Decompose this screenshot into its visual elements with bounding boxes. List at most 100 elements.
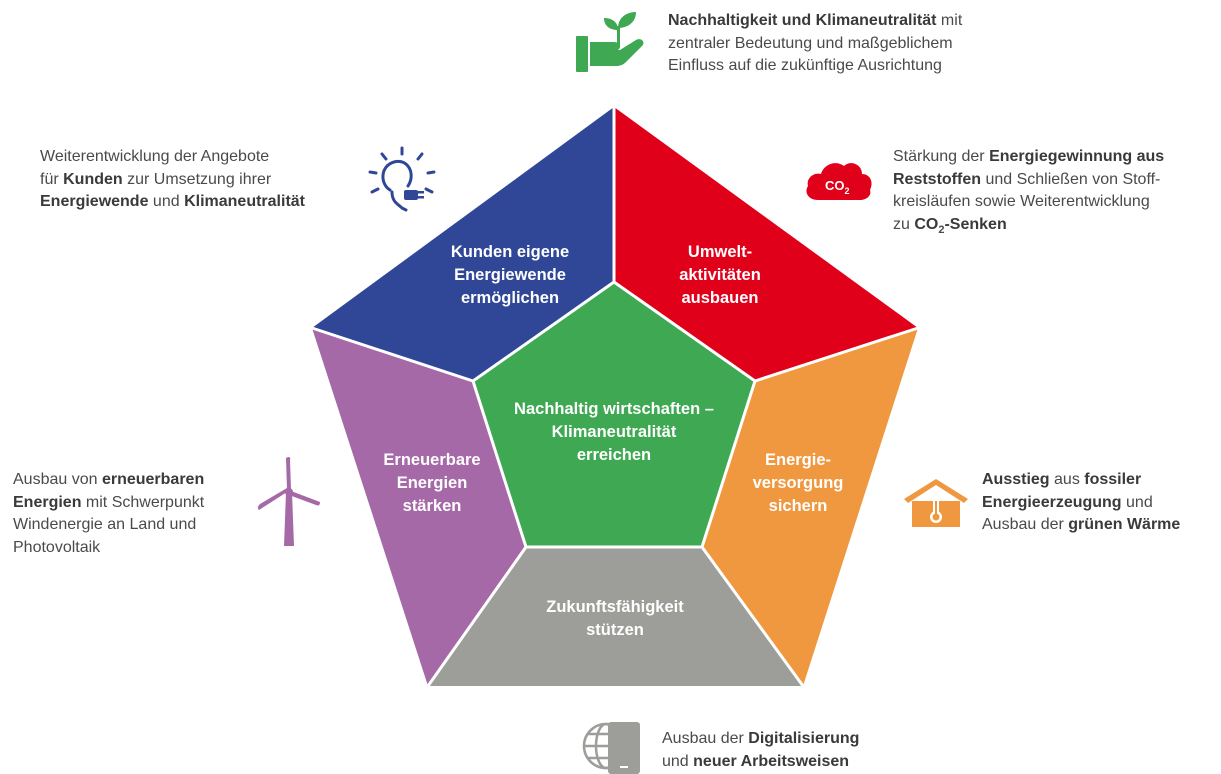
description-line: Reststoffen und Schließen von Stoff-	[893, 169, 1164, 192]
segment-top-left	[312, 107, 614, 381]
segment-top-right	[614, 107, 918, 381]
description-bold-text: erneuerbaren	[101, 471, 205, 488]
description-bold-text: CO	[914, 215, 939, 233]
description-line: Stärkung der Energiegewinnung aus	[893, 146, 1164, 169]
hand-with-plant-icon	[576, 12, 644, 72]
wind-turbine-icon	[257, 456, 320, 546]
description-bold-text: Ausstieg	[982, 471, 1050, 488]
description-line: Nachhaltigkeit und Klimaneutralität mit	[668, 10, 962, 33]
description-text: und	[1121, 493, 1153, 511]
description-text: Ausbau der	[982, 516, 1069, 533]
segment-bottom	[428, 547, 803, 686]
segment-separators	[311, 107, 919, 687]
description-line: und neuer Arbeitsweisen	[662, 751, 859, 774]
description-bold-text: Digitalisierung	[748, 730, 860, 747]
description-text: aus	[1049, 471, 1085, 488]
segment-label-top-right: Umwelt-aktivitäten ausbauen	[650, 241, 790, 310]
description-text: Windenergie an Land und	[13, 516, 197, 533]
description-line: Energieerzeugung und	[982, 492, 1180, 515]
description-bold-text: fossiler	[1084, 471, 1142, 488]
segment-label-line: ermöglichen	[460, 289, 560, 307]
description-text: Stärkung der	[893, 148, 990, 165]
description-text: zentraler Bedeutung und maßgeblichem	[668, 34, 953, 52]
segment-label-line: Kunden eigene	[450, 243, 570, 261]
segment-label-right: Energie-versorgung sichern	[728, 449, 868, 518]
description-line: für Kunden zur Umsetzung ihrer	[40, 169, 305, 192]
description-line: Ausstieg aus fossiler	[982, 469, 1180, 492]
segment-right	[702, 328, 918, 686]
description-line: Energien mit Schwerpunkt	[13, 492, 204, 515]
description-text: Ausbau der	[662, 730, 749, 747]
co2-label: CO2	[825, 178, 850, 196]
description-text: und Schließen von Stoff-	[981, 170, 1161, 188]
description-line: Energiewende und Klimaneutralität	[40, 191, 305, 214]
house-thermometer-icon	[904, 479, 968, 527]
segment-label-line: Klimaneutralität	[551, 423, 677, 441]
description-text: und	[662, 752, 694, 770]
co2-cloud-icon: CO2	[806, 163, 872, 200]
description-text: mit	[936, 12, 963, 29]
description-line: Ausbau der grünen Wärme	[982, 514, 1180, 537]
description-text: Einfluss auf die zukünftige Ausrichtung	[668, 57, 942, 74]
description-text: Photovoltaik	[13, 538, 101, 556]
segment-label-line: Nachhaltig wirtschaften –	[514, 400, 714, 418]
description-bottom: Ausbau der Digitalisierung und neuer Arbe…	[662, 728, 859, 773]
lightbulb-plug-icon	[368, 146, 436, 212]
segment-label-center: Nachhaltig wirtschaften – Klimaneutralitä…	[484, 398, 744, 467]
description-bold-text: Energieerzeugung	[982, 493, 1122, 511]
description-bold-text: Nachhaltigkeit und Klimaneutralität	[668, 12, 937, 29]
globe-tablet-icon	[582, 722, 640, 774]
description-line: Ausbau von erneuerbaren	[13, 469, 204, 492]
segment-left	[312, 328, 526, 686]
segment-label-line: versorgung	[752, 474, 844, 492]
description-bold-text: Kunden	[63, 170, 123, 188]
description-text: zur Umsetzung ihrer	[122, 170, 272, 188]
segment-label-line: aktivitäten	[679, 266, 761, 284]
segment-label-line: Umwelt-	[687, 243, 753, 261]
description-line: zentraler Bedeutung und maßgeblichem	[668, 33, 962, 56]
segment-center	[473, 282, 755, 547]
description-text: und	[148, 193, 185, 210]
description-line: kreisläufen sowie Weiterentwicklung	[893, 191, 1164, 214]
segment-label-line: Energien	[396, 474, 468, 492]
segment-label-line: Energie-	[764, 451, 832, 469]
description-bold-text: -Senken	[944, 215, 1007, 233]
description-bold-text: Reststoffen	[893, 170, 982, 188]
segment-label-line: Erneuerbare	[383, 451, 481, 469]
description-line: zu CO2-Senken	[893, 214, 1164, 242]
description-bold-text: 2	[938, 223, 945, 236]
description-text: zu	[893, 215, 915, 233]
description-bold-text: neuer Arbeitsweisen	[693, 752, 850, 770]
description-bold-text: Energiegewinnung aus	[989, 148, 1165, 165]
description-line: Einfluss auf die zukünftige Ausrichtung	[668, 55, 962, 78]
description-top-left: Weiterentwicklung der Angebote für Kunden…	[40, 146, 305, 214]
segment-label-line: ausbauen	[681, 289, 759, 307]
description-bold-text: Energien	[13, 493, 82, 511]
description-line: Weiterentwicklung der Angebote	[40, 146, 305, 169]
segment-label-line: Energiewende	[454, 266, 566, 284]
description-text: für	[40, 170, 64, 188]
description-bold-text: grünen Wärme	[1068, 516, 1181, 533]
description-line: Photovoltaik	[13, 537, 204, 560]
description-text: mit Schwerpunkt	[81, 493, 205, 511]
description-text: Ausbau von	[13, 471, 102, 488]
segment-label-line: stärken	[402, 497, 462, 515]
segment-label-line: Zukunftsfähigkeit	[546, 598, 684, 616]
segment-label-line: stützen	[586, 621, 644, 639]
segment-label-line: erreichen	[576, 446, 652, 464]
segment-label-bottom: Zukunftsfähigkeit stützen	[500, 596, 730, 642]
description-line: Windenergie an Land und	[13, 514, 204, 537]
description-text: kreisläufen sowie Weiterentwicklung	[893, 193, 1150, 210]
description-text: Weiterentwicklung der Angebote	[40, 148, 270, 165]
segment-label-line: sichern	[768, 497, 828, 515]
description-bold-text: Klimaneutralität	[184, 193, 305, 210]
description-bold-text: Energiewende	[40, 193, 149, 210]
